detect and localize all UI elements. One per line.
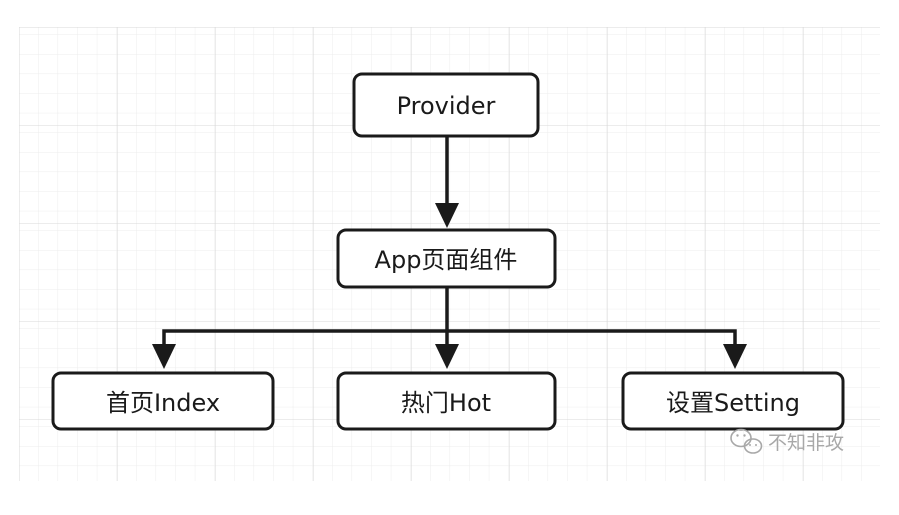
node-provider-box xyxy=(352,72,540,138)
node-hot-label: 热门Hot xyxy=(401,389,491,417)
node-index-box xyxy=(51,371,275,431)
node-setting-box xyxy=(621,371,845,431)
edge-branch-bar xyxy=(162,329,737,345)
arrowhead-app xyxy=(435,203,459,228)
connectors xyxy=(162,137,737,345)
node-setting: 设置Setting xyxy=(621,371,845,431)
node-app-label: App页面组件 xyxy=(375,246,518,274)
node-setting-label: 设置Setting xyxy=(666,389,800,417)
arrowhead-setting xyxy=(723,344,747,369)
arrowhead-index xyxy=(152,344,176,369)
node-hot-box xyxy=(336,371,557,431)
node-index-label: 首页Index xyxy=(106,389,220,417)
node-app: App页面组件 xyxy=(336,228,557,289)
node-index: 首页Index xyxy=(51,371,275,431)
node-app-box xyxy=(336,228,557,289)
wechat-icon xyxy=(730,428,763,454)
watermark-text: 不知非攻 xyxy=(768,432,844,454)
node-provider-label: Provider xyxy=(397,92,496,120)
arrowhead-hot xyxy=(435,344,459,369)
watermark: 不知非攻 xyxy=(730,428,844,454)
node-provider: Provider xyxy=(352,72,540,138)
node-hot: 热门Hot xyxy=(336,371,557,431)
arrowheads xyxy=(152,203,747,369)
